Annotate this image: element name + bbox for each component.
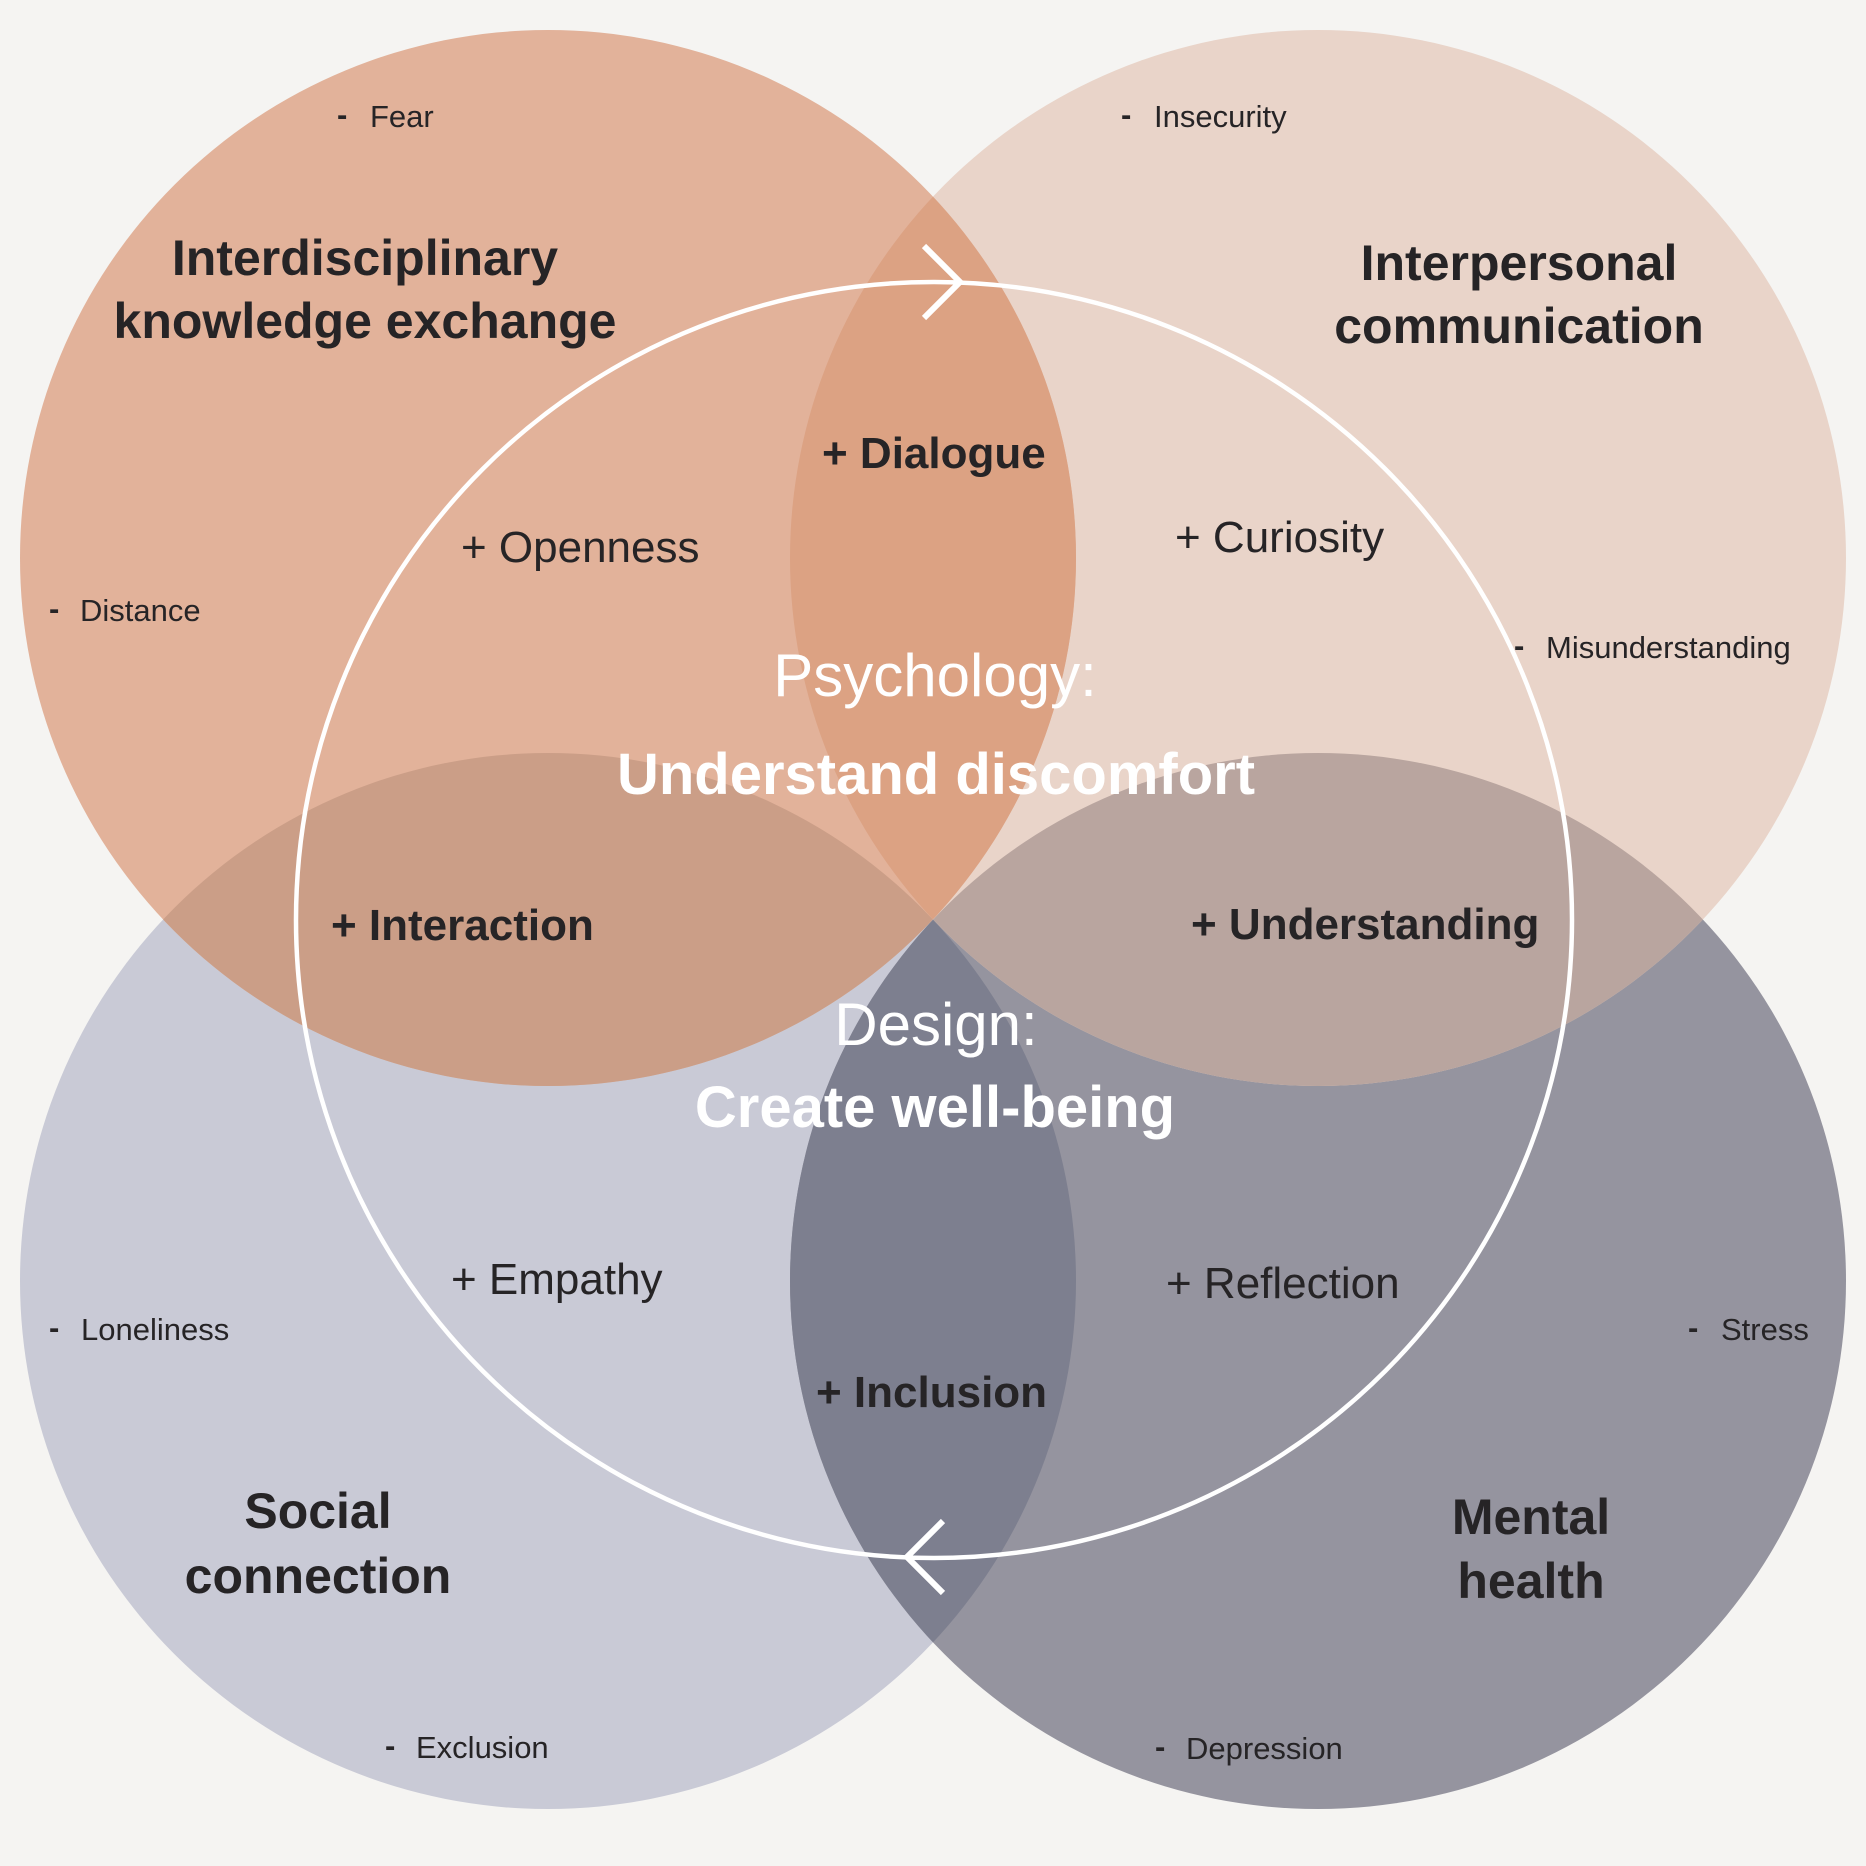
positive-reflection: + Reflection <box>1166 1259 1400 1308</box>
arrow-left-icon <box>902 1518 946 1596</box>
negative-label: Depression <box>1186 1731 1343 1766</box>
negative-dash: - <box>1155 1729 1165 1764</box>
negative-dash: - <box>1121 97 1131 132</box>
negative-label: Exclusion <box>416 1730 549 1765</box>
positive-inclusion: + Inclusion <box>816 1368 1047 1417</box>
negative-dash: - <box>337 97 347 132</box>
negative-label: Stress <box>1721 1312 1809 1347</box>
negative-depression: - Depression <box>1155 1729 1343 1766</box>
title-top-right-line1: Interpersonal <box>1361 235 1678 291</box>
negative-label: Insecurity <box>1154 99 1287 134</box>
negative-dash: - <box>1514 628 1524 663</box>
positive-curiosity: + Curiosity <box>1175 513 1384 562</box>
negative-label: Fear <box>370 99 434 134</box>
arrow-right-icon <box>921 243 965 321</box>
center-design-goal: Create well-being <box>695 1075 1175 1140</box>
negative-label: Misunderstanding <box>1546 630 1791 665</box>
title-top-left-line1: Interdisciplinary <box>172 230 558 286</box>
negative-fear: - Fear <box>337 97 434 134</box>
negative-dash: - <box>49 1310 59 1345</box>
center-design-label: Design: <box>834 991 1037 1058</box>
negative-label: Distance <box>80 593 201 628</box>
negative-stress: - Stress <box>1688 1310 1809 1347</box>
negative-label: Loneliness <box>81 1312 229 1347</box>
positive-openness: + Openness <box>461 523 700 572</box>
negative-exclusion: - Exclusion <box>385 1728 549 1765</box>
positive-dialogue: + Dialogue <box>822 429 1046 478</box>
positive-interaction: + Interaction <box>331 901 594 950</box>
negative-insecurity: - Insecurity <box>1121 97 1287 134</box>
title-top-right-line2: communication <box>1334 298 1703 354</box>
negative-distance: - Distance <box>49 591 201 628</box>
center-psychology-goal: Understand discomfort <box>617 742 1255 807</box>
negative-dash: - <box>1688 1310 1698 1345</box>
title-bottom-left-line1: Social <box>244 1483 391 1539</box>
positive-empathy: + Empathy <box>451 1255 663 1304</box>
title-top-left-line2: knowledge exchange <box>114 293 617 349</box>
title-bottom-left-line2: connection <box>185 1548 452 1604</box>
negative-dash: - <box>385 1728 395 1763</box>
title-bottom-right-line2: health <box>1457 1553 1604 1609</box>
positive-understanding: + Understanding <box>1191 900 1539 949</box>
negative-loneliness: - Loneliness <box>49 1310 229 1347</box>
title-bottom-right-line1: Mental <box>1452 1489 1610 1545</box>
center-psychology-label: Psychology: <box>773 642 1097 709</box>
cycle-ring <box>293 279 1575 1561</box>
negative-misunderstanding: - Misunderstanding <box>1514 628 1791 665</box>
negative-dash: - <box>49 591 59 626</box>
